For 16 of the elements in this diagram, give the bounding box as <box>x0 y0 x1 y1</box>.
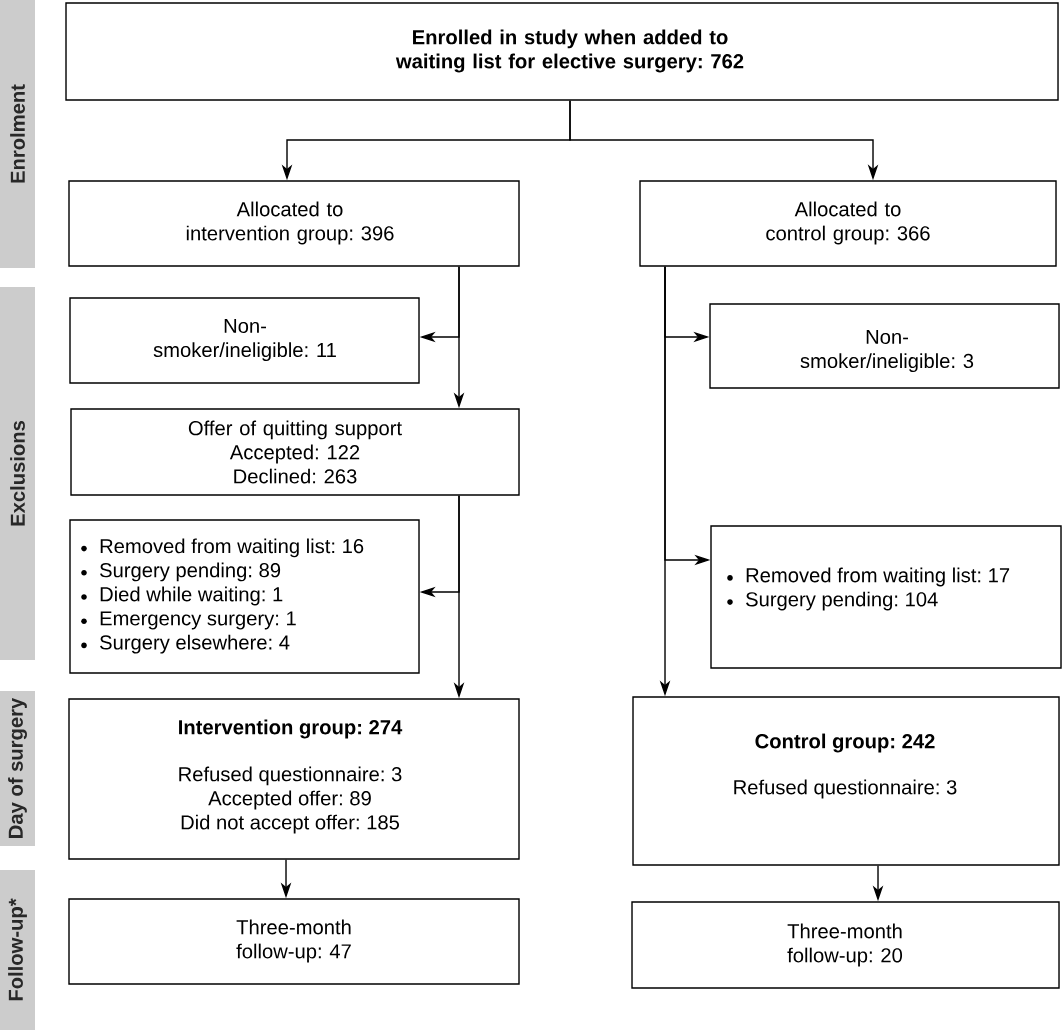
process-box: Control group: 242 Refused questionnaire: 3 <box>632 696 1060 866</box>
process-box: Removed from waiting list: 17 Surgery pending: 104 <box>710 525 1062 669</box>
process-box: Enrolled in study when added to waiting list for elective surgery: 762 <box>65 2 1059 101</box>
process-box: Removed from waiting list: 16 Surgery pending: 89 Died while waiting: 1 Emergency surgery: 1 Surgery elsewhere: 4 <box>69 519 420 674</box>
process-box: Non-smoker/ineligible: 3 <box>709 303 1060 389</box>
stage-band: Enrolment <box>0 0 35 268</box>
stage-band: Follow-up* <box>0 870 35 1030</box>
process-box: Non-smoker/ineligible: 11 <box>69 297 420 384</box>
process-box: Offer of quitting support Accepted: 122 Declined: 263 <box>70 408 520 496</box>
process-box: Allocated to control group: 366 <box>639 180 1057 267</box>
stage-band: Day of surgery <box>0 691 35 846</box>
process-box: Three-month follow-up: 47 <box>68 898 520 985</box>
stage-band: Exclusions <box>0 287 35 660</box>
process-box: Three-month follow-up: 20 <box>631 901 1060 989</box>
process-box: Intervention group: 274 Refused questionnaire: 3 Accepted offer: 89 Did not accept offer: 185 <box>68 698 520 860</box>
process-box: Allocated to intervention group: 396 <box>68 180 520 267</box>
